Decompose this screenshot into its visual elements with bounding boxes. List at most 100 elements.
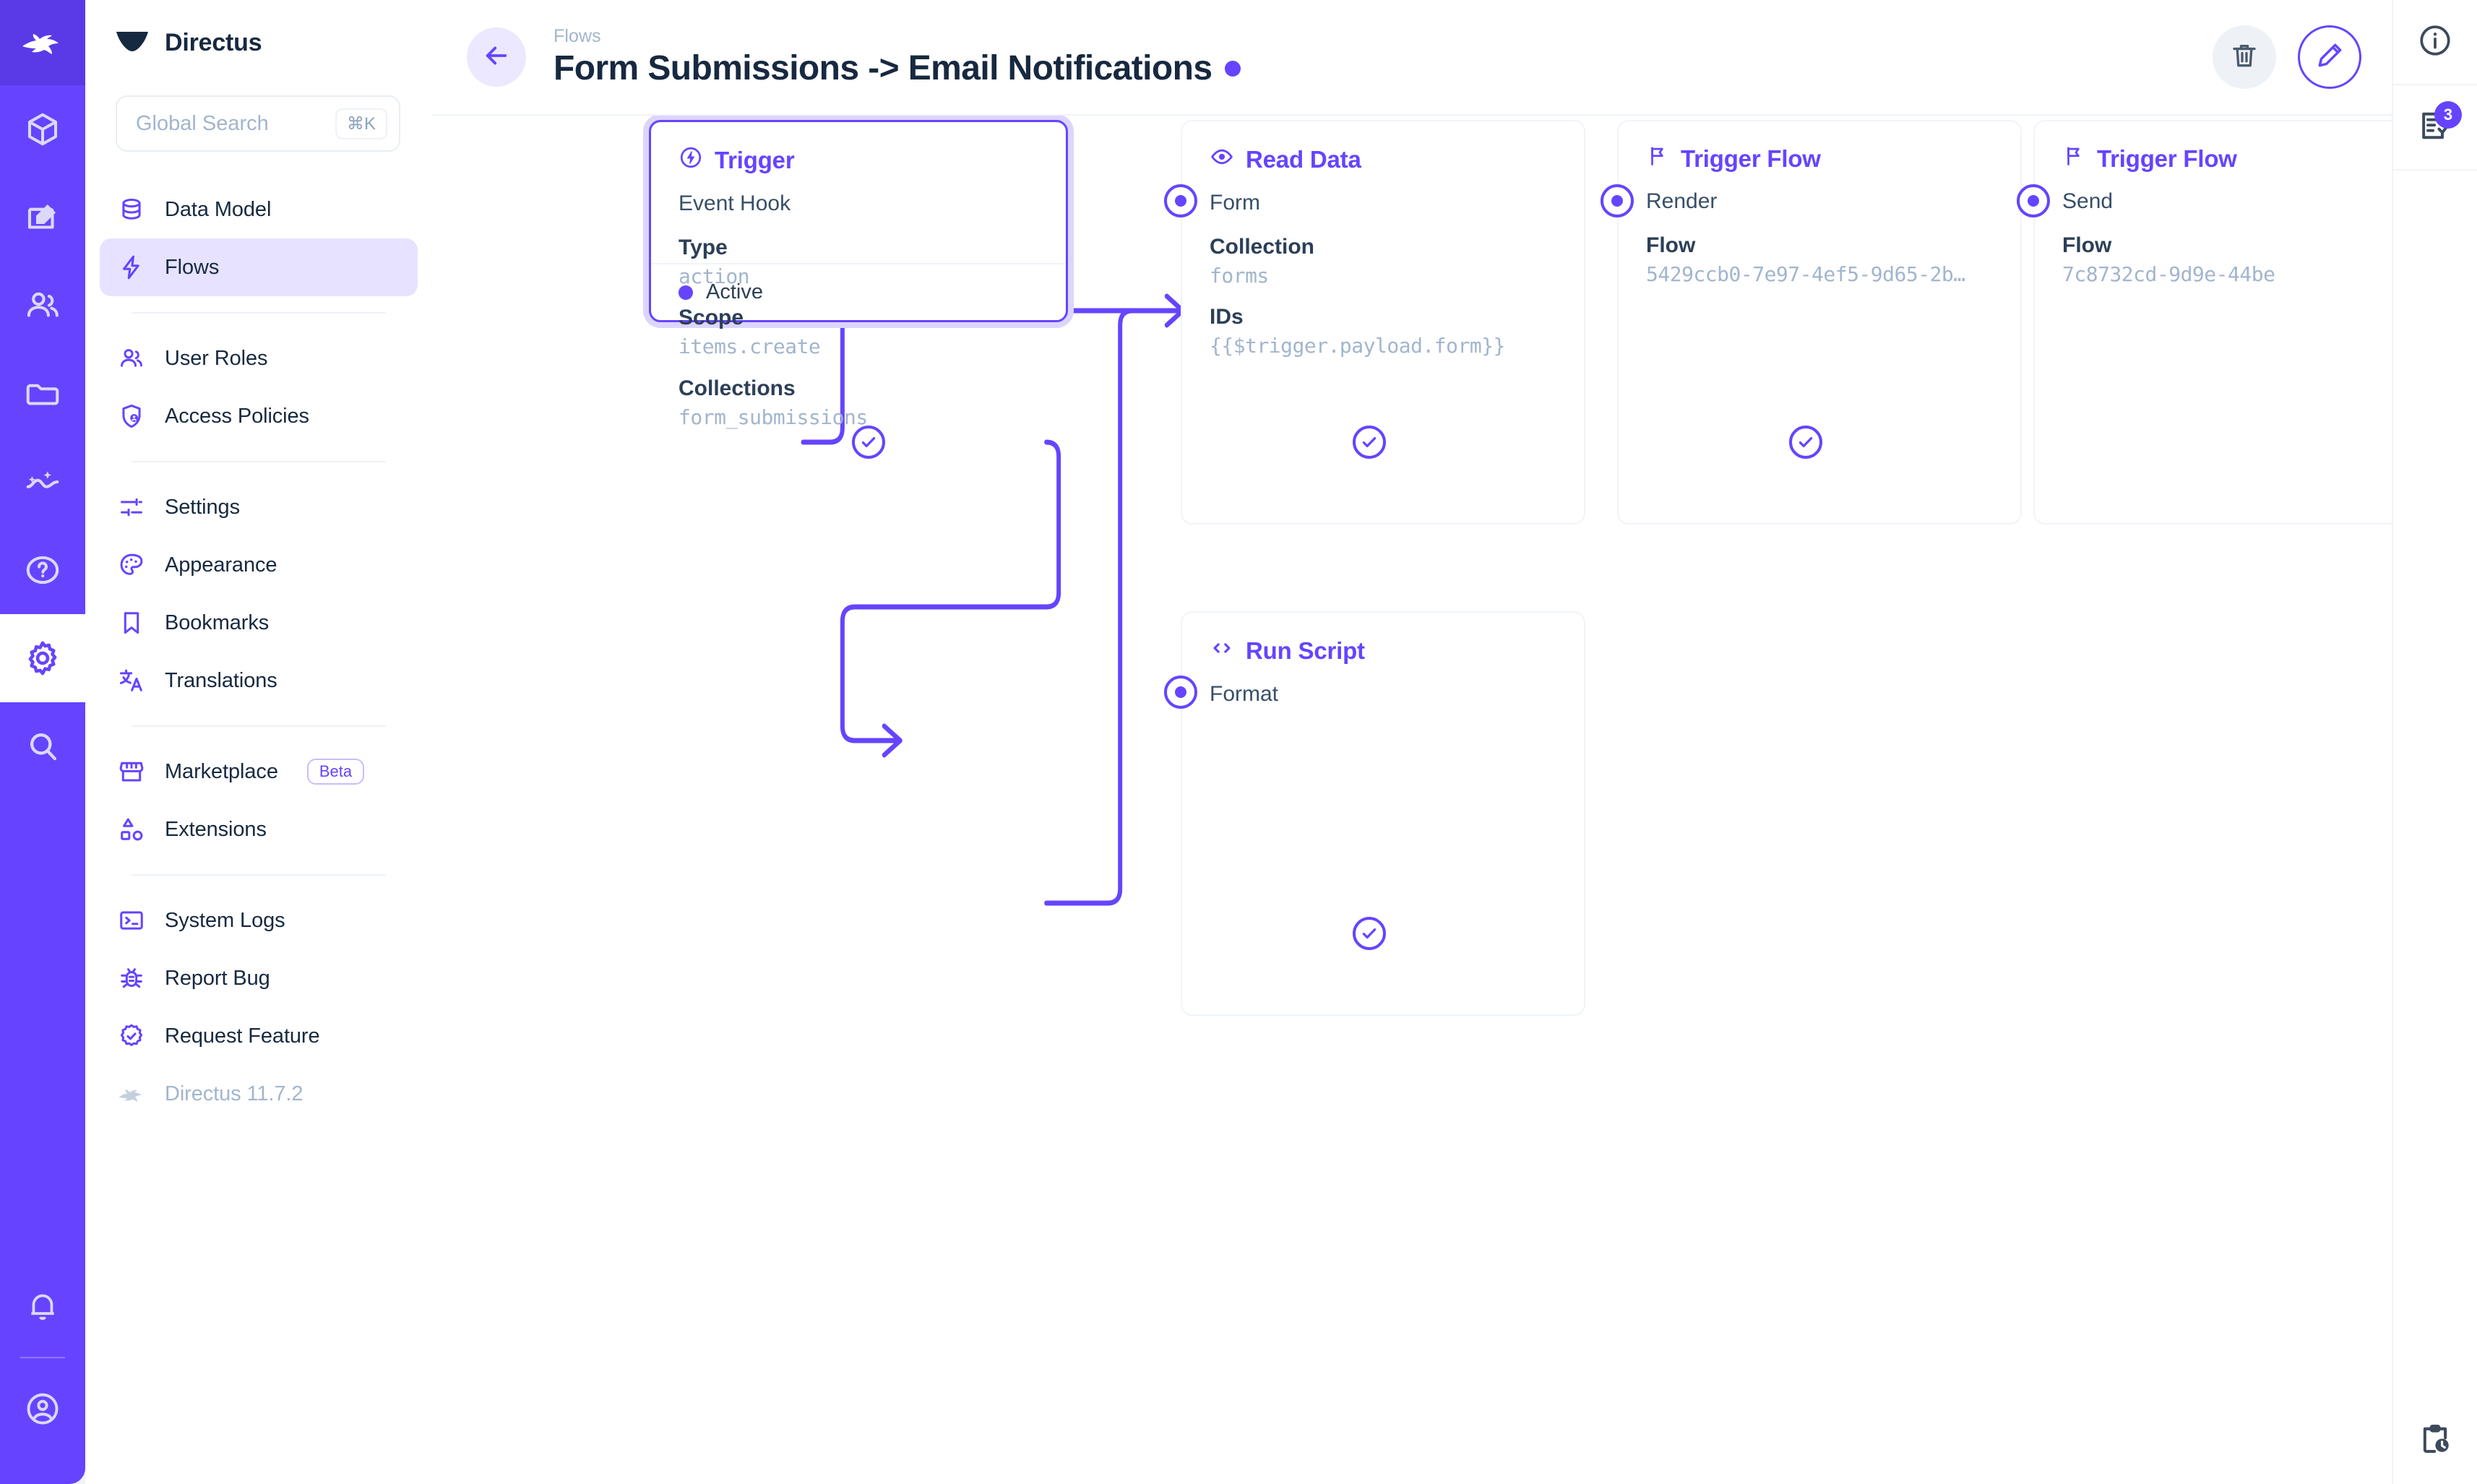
rail-item-settings[interactable] bbox=[0, 614, 85, 702]
flow-editor: Flows Form Submissions -> Email Notifica… bbox=[432, 0, 2392, 1484]
sidebar-divider bbox=[132, 461, 386, 462]
rail-item-help[interactable] bbox=[0, 526, 85, 614]
title-row: Form Submissions -> Email Notifications bbox=[553, 48, 1241, 88]
sidebar-item-flows[interactable]: Flows bbox=[100, 238, 418, 296]
sidebar-item-translations[interactable]: Translations bbox=[100, 652, 418, 709]
node-field-value: action bbox=[679, 264, 750, 288]
node-field-key: Type bbox=[679, 235, 728, 259]
arrow-run-script bbox=[882, 723, 903, 758]
port-run-script-resolve[interactable] bbox=[1353, 917, 1386, 950]
gear-icon bbox=[23, 639, 62, 678]
sidebar-item-appearance[interactable]: Appearance bbox=[100, 536, 418, 594]
sidebar-item-marketplace[interactable]: Marketplace Beta bbox=[100, 743, 418, 801]
node-header: Trigger Flow bbox=[1619, 121, 2020, 173]
node-subtitle: Form bbox=[1210, 191, 1260, 215]
port-trigger-flow-render-input[interactable] bbox=[1601, 184, 1634, 217]
node-title: Read Data bbox=[1246, 146, 1361, 173]
pencil-icon bbox=[2314, 40, 2345, 74]
port-read-data-resolve[interactable] bbox=[1353, 426, 1386, 459]
rail-item-editor[interactable] bbox=[0, 173, 85, 262]
sidebar-item-report-bug[interactable]: Report Bug bbox=[100, 949, 418, 1007]
node-body: Event Hook Type action Scope items.creat… bbox=[651, 176, 1066, 431]
bolt-icon bbox=[117, 253, 146, 282]
port-trigger-flow-render-resolve[interactable] bbox=[1789, 426, 1822, 459]
port-run-script-input[interactable] bbox=[1164, 676, 1197, 709]
rail-item-users[interactable] bbox=[0, 262, 85, 350]
node-field-value: {{$trigger.payload.form}} bbox=[1210, 334, 1505, 358]
sidebar-item-access-policies[interactable]: Access Policies bbox=[100, 387, 418, 445]
shield-user-icon bbox=[117, 402, 146, 431]
arrow-left-icon bbox=[481, 40, 512, 74]
directus-logo-button[interactable] bbox=[0, 0, 85, 85]
node-status-label: Active bbox=[706, 280, 763, 303]
port-read-data-input[interactable] bbox=[1164, 184, 1197, 217]
sidebar-item-label: Directus 11.7.2 bbox=[165, 1082, 303, 1105]
title-block: Flows Form Submissions -> Email Notifica… bbox=[553, 26, 1241, 88]
edit-square-icon bbox=[23, 198, 62, 237]
folder-icon bbox=[23, 374, 62, 413]
flow-node-trigger-flow-render[interactable]: Trigger Flow Render Flow 5429ccb0-7e97-4… bbox=[1617, 120, 2022, 525]
sidebar-item-data-model[interactable]: Data Model bbox=[100, 181, 418, 238]
node-header: Run Script bbox=[1182, 613, 1584, 666]
flow-node-trigger-flow-send[interactable]: Trigger Flow Send Flow 7c8732cd-9d9e-44b… bbox=[2033, 120, 2392, 525]
sidebar-item-request-feature[interactable]: Request Feature bbox=[100, 1007, 418, 1065]
search-input[interactable]: Global Search ⌘K bbox=[116, 95, 400, 152]
sidebar-divider bbox=[132, 312, 386, 314]
sidebar-item-label: User Roles bbox=[165, 346, 268, 370]
status-badge bbox=[1225, 60, 1241, 77]
revisions-button[interactable]: 3 bbox=[2392, 85, 2477, 171]
edit-flow-button[interactable] bbox=[2298, 25, 2361, 89]
right-sidebar: 3 bbox=[2392, 0, 2477, 1484]
sidebar-item-bookmarks[interactable]: Bookmarks bbox=[100, 594, 418, 652]
port-trigger-resolve[interactable] bbox=[852, 426, 885, 459]
rail-item-search[interactable] bbox=[0, 702, 85, 790]
eye-icon bbox=[1210, 144, 1234, 175]
node-subtitle: Event Hook bbox=[679, 191, 791, 215]
trash-icon bbox=[2229, 40, 2260, 74]
users-icon bbox=[117, 344, 146, 373]
flow-node-trigger[interactable]: Trigger Event Hook Type action Scope ite… bbox=[649, 120, 1068, 429]
rail-bottom-items bbox=[0, 1269, 85, 1484]
module-rail-items bbox=[0, 85, 85, 790]
bug-icon bbox=[117, 964, 146, 993]
sidebar-item-extensions[interactable]: Extensions bbox=[100, 801, 418, 858]
sidebar-item-user-roles[interactable]: User Roles bbox=[100, 329, 418, 387]
flow-node-run-script[interactable]: Run Script Format bbox=[1181, 611, 1585, 1016]
sidebar-item-label: Data Model bbox=[165, 197, 272, 221]
info-sidebar-button[interactable] bbox=[2392, 0, 2477, 85]
rail-divider bbox=[20, 1357, 65, 1358]
terminal-icon bbox=[117, 906, 146, 935]
account-circle-icon bbox=[24, 1390, 61, 1428]
port-core bbox=[1175, 195, 1186, 207]
sidebar-item-settings[interactable]: Settings bbox=[100, 478, 418, 536]
breadcrumb[interactable]: Flows bbox=[553, 26, 601, 46]
node-field-value: forms bbox=[1210, 263, 1269, 288]
translate-icon bbox=[117, 666, 146, 695]
delete-flow-button[interactable] bbox=[2213, 25, 2276, 89]
sidebar-item-label: System Logs bbox=[165, 908, 285, 932]
rail-item-content[interactable] bbox=[0, 85, 85, 173]
port-trigger-flow-send-input[interactable] bbox=[2017, 184, 2050, 217]
sidebar-item-system-logs[interactable]: System Logs bbox=[100, 892, 418, 949]
node-body: Send Flow 7c8732cd-9d9e-44be bbox=[2035, 173, 2392, 288]
badge-check-icon bbox=[117, 1022, 146, 1051]
sidebar-item-label: Marketplace bbox=[165, 759, 278, 783]
sidebar-item-label: Access Policies bbox=[165, 404, 309, 428]
node-subtitle: Render bbox=[1646, 189, 1718, 213]
activity-log-button[interactable] bbox=[2392, 1399, 2477, 1484]
flow-node-read-data[interactable]: Read Data Form Collection forms IDs {{$t… bbox=[1181, 120, 1585, 525]
node-field-value: items.create bbox=[679, 335, 821, 359]
rail-item-insights[interactable] bbox=[0, 438, 85, 526]
node-field-key: IDs bbox=[1210, 305, 1244, 329]
header-actions bbox=[2213, 25, 2361, 89]
sidebar-item-label: Translations bbox=[165, 668, 277, 692]
rail-item-account[interactable] bbox=[0, 1371, 85, 1446]
flow-canvas[interactable]: Trigger Event Hook Type action Scope ite… bbox=[432, 116, 2392, 1484]
sidebar-item-label: Report Bug bbox=[165, 966, 270, 990]
box-icon bbox=[23, 110, 62, 149]
node-field-value: 7c8732cd-9d9e-44be bbox=[2062, 262, 2275, 286]
rail-item-notifications[interactable] bbox=[0, 1269, 85, 1344]
back-button[interactable] bbox=[467, 27, 526, 87]
rail-item-files[interactable] bbox=[0, 350, 85, 438]
